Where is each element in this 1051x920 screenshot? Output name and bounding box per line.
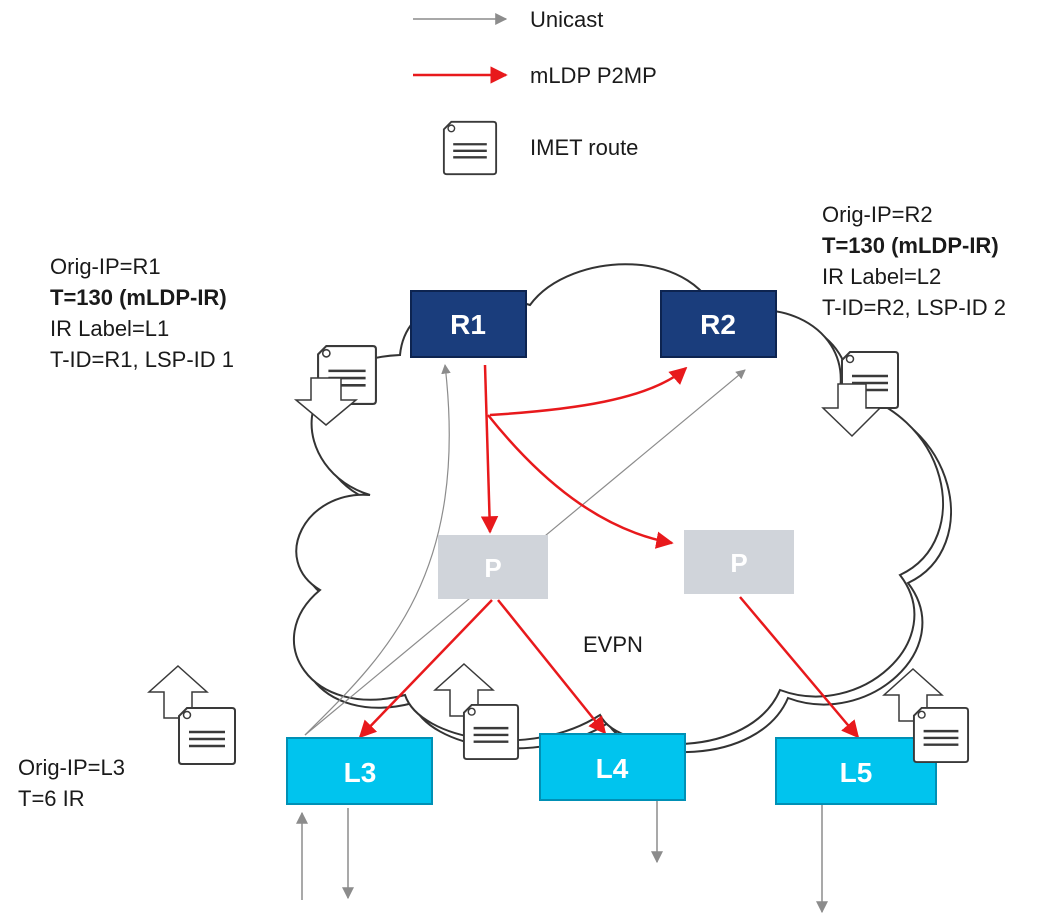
router-r1[interactable]: R1: [410, 290, 527, 358]
r2-ir-label: IR Label=L2: [822, 264, 941, 289]
r1-info: Orig-IP=R1 T=130 (mLDP-IR) IR Label=L1 T…: [50, 254, 234, 372]
r1-tunnel-id: T-ID=R1, LSP-ID 1: [50, 347, 234, 372]
legend: Unicast mLDP P2MP IMET route: [413, 7, 657, 176]
l3-info: Orig-IP=L3 T=6 IR: [18, 755, 125, 811]
r2-tunnel-id: T-ID=R2, LSP-ID 2: [822, 295, 1006, 320]
mldp-r1-to-p1: [480, 364, 499, 534]
evpn-cloud: EVPN: [292, 263, 952, 754]
router-r2-label: R2: [700, 309, 736, 340]
imet-l3: [147, 664, 237, 766]
leaf-l5-label: L5: [840, 757, 873, 788]
leaf-l3[interactable]: L3: [286, 737, 433, 805]
imet-l5: [882, 667, 970, 764]
mldp-paths: [358, 364, 860, 739]
p-node-2-label: P: [730, 548, 747, 578]
imet-l4-doc-icon: [462, 703, 520, 761]
r1-orig-ip: Orig-IP=R1: [50, 254, 161, 279]
r2-type: T=130 (mLDP-IR): [822, 233, 999, 258]
cloud-label: EVPN: [583, 632, 643, 657]
mldp-p1-to-l4: [497, 599, 607, 735]
l3-type: T=6 IR: [18, 786, 85, 811]
mldp-r1-to-p2: [487, 414, 674, 549]
unicast-l3-to-r1: [304, 364, 451, 736]
imet-r2: [821, 350, 900, 438]
mldp-p1-to-l3: [358, 599, 493, 739]
router-r2[interactable]: R2: [660, 290, 777, 358]
router-r1-label: R1: [450, 309, 486, 340]
leaf-l4[interactable]: L4: [539, 733, 686, 801]
r2-orig-ip: Orig-IP=R2: [822, 202, 933, 227]
p-node-1[interactable]: P: [438, 535, 548, 599]
legend-imet-icon: [442, 120, 498, 176]
imet-l4: [433, 662, 520, 761]
imet-l5-doc-icon: [912, 706, 970, 764]
r1-type: T=130 (mLDP-IR): [50, 285, 227, 310]
r2-info: Orig-IP=R2 T=130 (mLDP-IR) IR Label=L2 T…: [822, 202, 1006, 320]
mldp-r1-to-r2: [489, 366, 688, 417]
imet-r1-down-arrow-icon: [293, 377, 359, 426]
leaf-l5[interactable]: L5: [775, 737, 937, 805]
imet-r2-down-arrow-icon: [821, 383, 882, 438]
imet-r1: [293, 344, 378, 426]
r1-ir-label: IR Label=L1: [50, 316, 169, 341]
p-node-2[interactable]: P: [684, 530, 794, 594]
legend-unicast-label: Unicast: [530, 7, 603, 32]
imet-l3-doc-icon: [177, 706, 237, 766]
leaf-l3-label: L3: [344, 757, 377, 788]
l3-orig-ip: Orig-IP=L3: [18, 755, 125, 780]
p-node-1-label: P: [484, 553, 501, 583]
legend-mldp-label: mLDP P2MP: [530, 63, 657, 88]
leaf-l4-label: L4: [596, 753, 629, 784]
mldp-p2-to-l5: [739, 596, 860, 739]
legend-imet-label: IMET route: [530, 135, 638, 160]
